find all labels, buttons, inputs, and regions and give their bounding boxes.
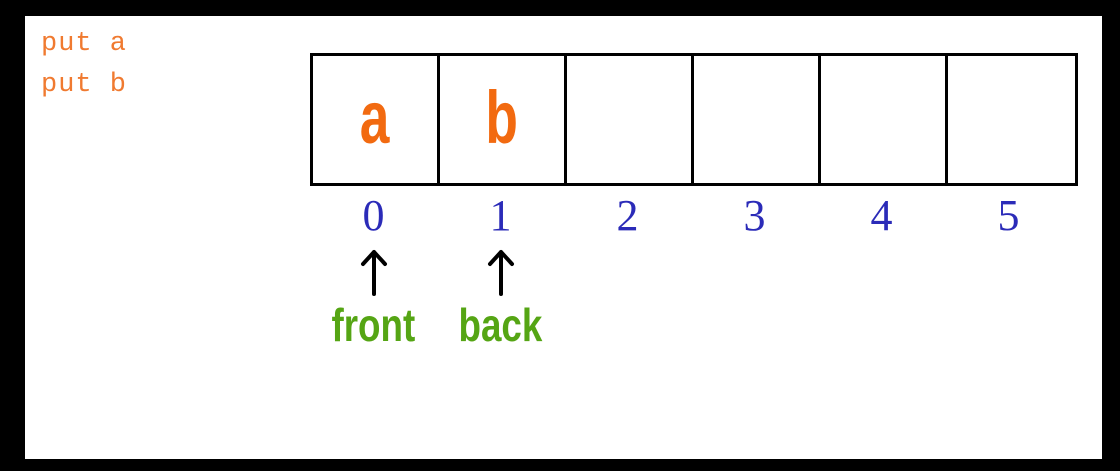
operation-line-put-b: put b xyxy=(41,70,128,100)
back-pointer: back xyxy=(437,248,564,348)
array-indices: 0 1 2 3 4 5 xyxy=(310,192,1072,240)
back-pointer-label: back xyxy=(458,299,543,351)
array-index-2: 2 xyxy=(616,191,639,240)
array-index-0: 0 xyxy=(362,191,385,240)
diagram-canvas: put a put b a b 0 1 2 3 4 5 fr xyxy=(25,16,1102,459)
array-index-5: 5 xyxy=(997,191,1020,240)
array-cell-1: b xyxy=(440,56,567,183)
front-pointer-label: front xyxy=(331,299,416,351)
array-cell-0: a xyxy=(313,56,440,183)
arrow-up-icon xyxy=(360,250,387,296)
array-index-1: 1 xyxy=(489,191,512,240)
array-cell-5 xyxy=(948,56,1075,183)
array-cell-3 xyxy=(694,56,821,183)
array-cell-4 xyxy=(821,56,948,183)
array-cell-value: b xyxy=(485,75,519,159)
queue-array: a b xyxy=(310,53,1078,186)
array-index-3: 3 xyxy=(743,191,766,240)
front-pointer: front xyxy=(310,248,437,348)
operation-line-put-a: put a xyxy=(41,29,128,59)
arrow-up-icon xyxy=(487,250,514,296)
array-cell-2 xyxy=(567,56,694,183)
operation-log: put a put b xyxy=(41,24,127,106)
array-cell-value: a xyxy=(360,75,390,159)
array-index-4: 4 xyxy=(870,191,893,240)
